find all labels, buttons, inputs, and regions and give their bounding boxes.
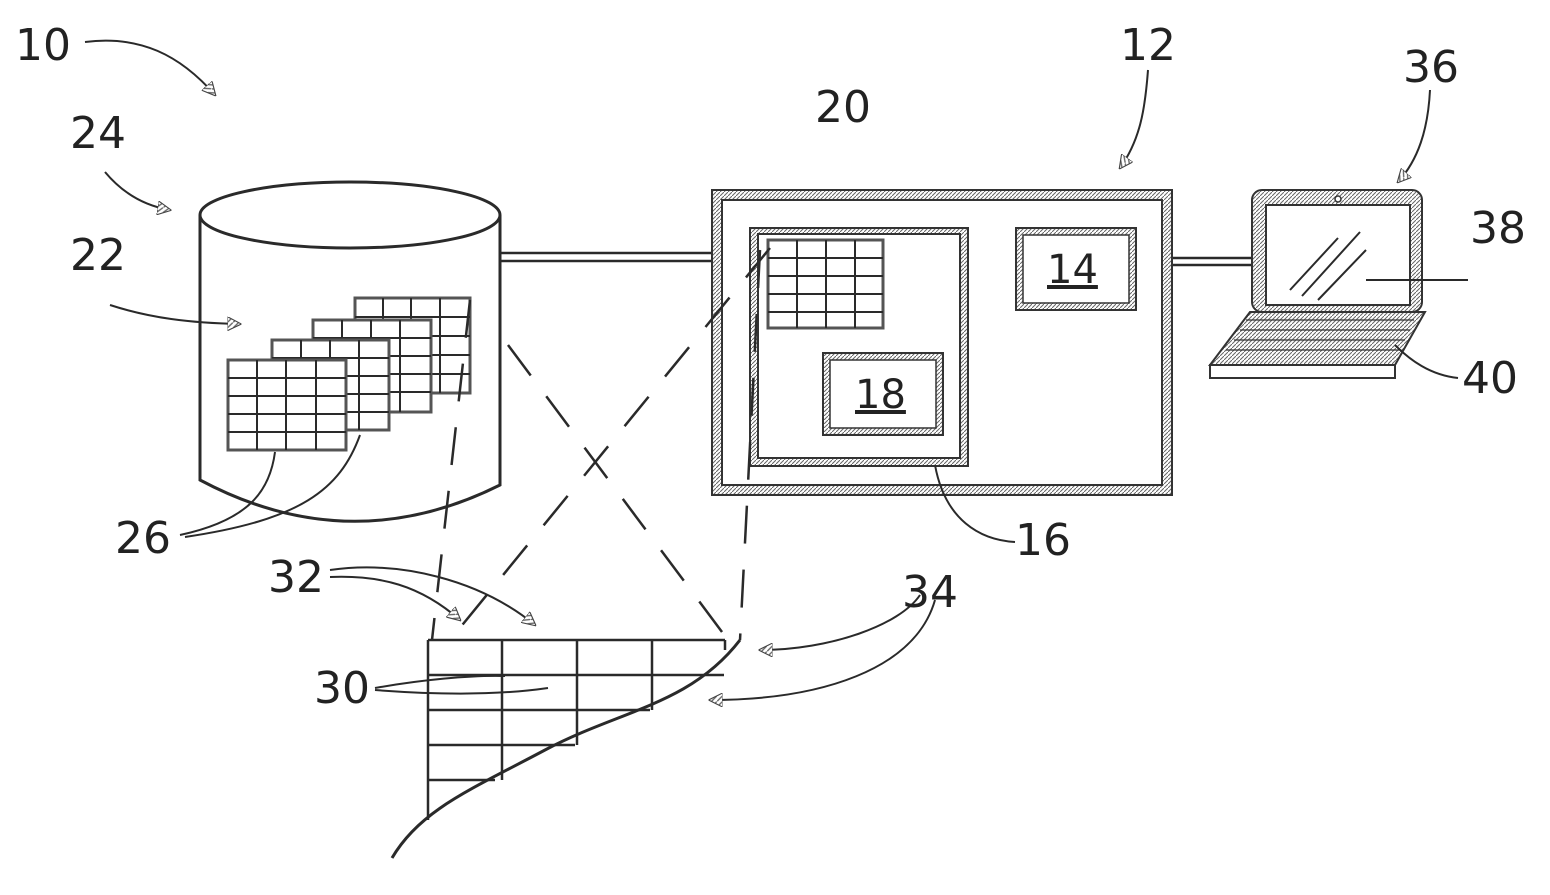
database-tables-stack <box>228 298 470 450</box>
network-link-db-computer <box>500 253 712 261</box>
db-table-front <box>228 360 346 450</box>
label-30: 30 <box>314 663 370 714</box>
label-34: 34 <box>902 567 958 618</box>
laptop-client <box>1210 190 1425 378</box>
label-22: 22 <box>70 230 126 281</box>
sample-table <box>392 640 740 858</box>
label-18: 18 <box>855 372 906 418</box>
label-20: 20 <box>815 82 871 133</box>
label-16: 16 <box>1015 515 1071 566</box>
label-36: 36 <box>1403 42 1459 93</box>
label-40: 40 <box>1462 353 1518 404</box>
label-26: 26 <box>115 513 171 564</box>
label-10: 10 <box>15 20 71 71</box>
network-link-computer-client <box>1172 258 1255 265</box>
label-38: 38 <box>1470 203 1526 254</box>
label-24: 24 <box>70 108 126 159</box>
sample-curve <box>392 640 740 858</box>
memory-table <box>768 240 883 328</box>
label-32: 32 <box>268 552 324 603</box>
label-12: 12 <box>1120 20 1176 71</box>
label-14: 14 <box>1047 247 1098 293</box>
